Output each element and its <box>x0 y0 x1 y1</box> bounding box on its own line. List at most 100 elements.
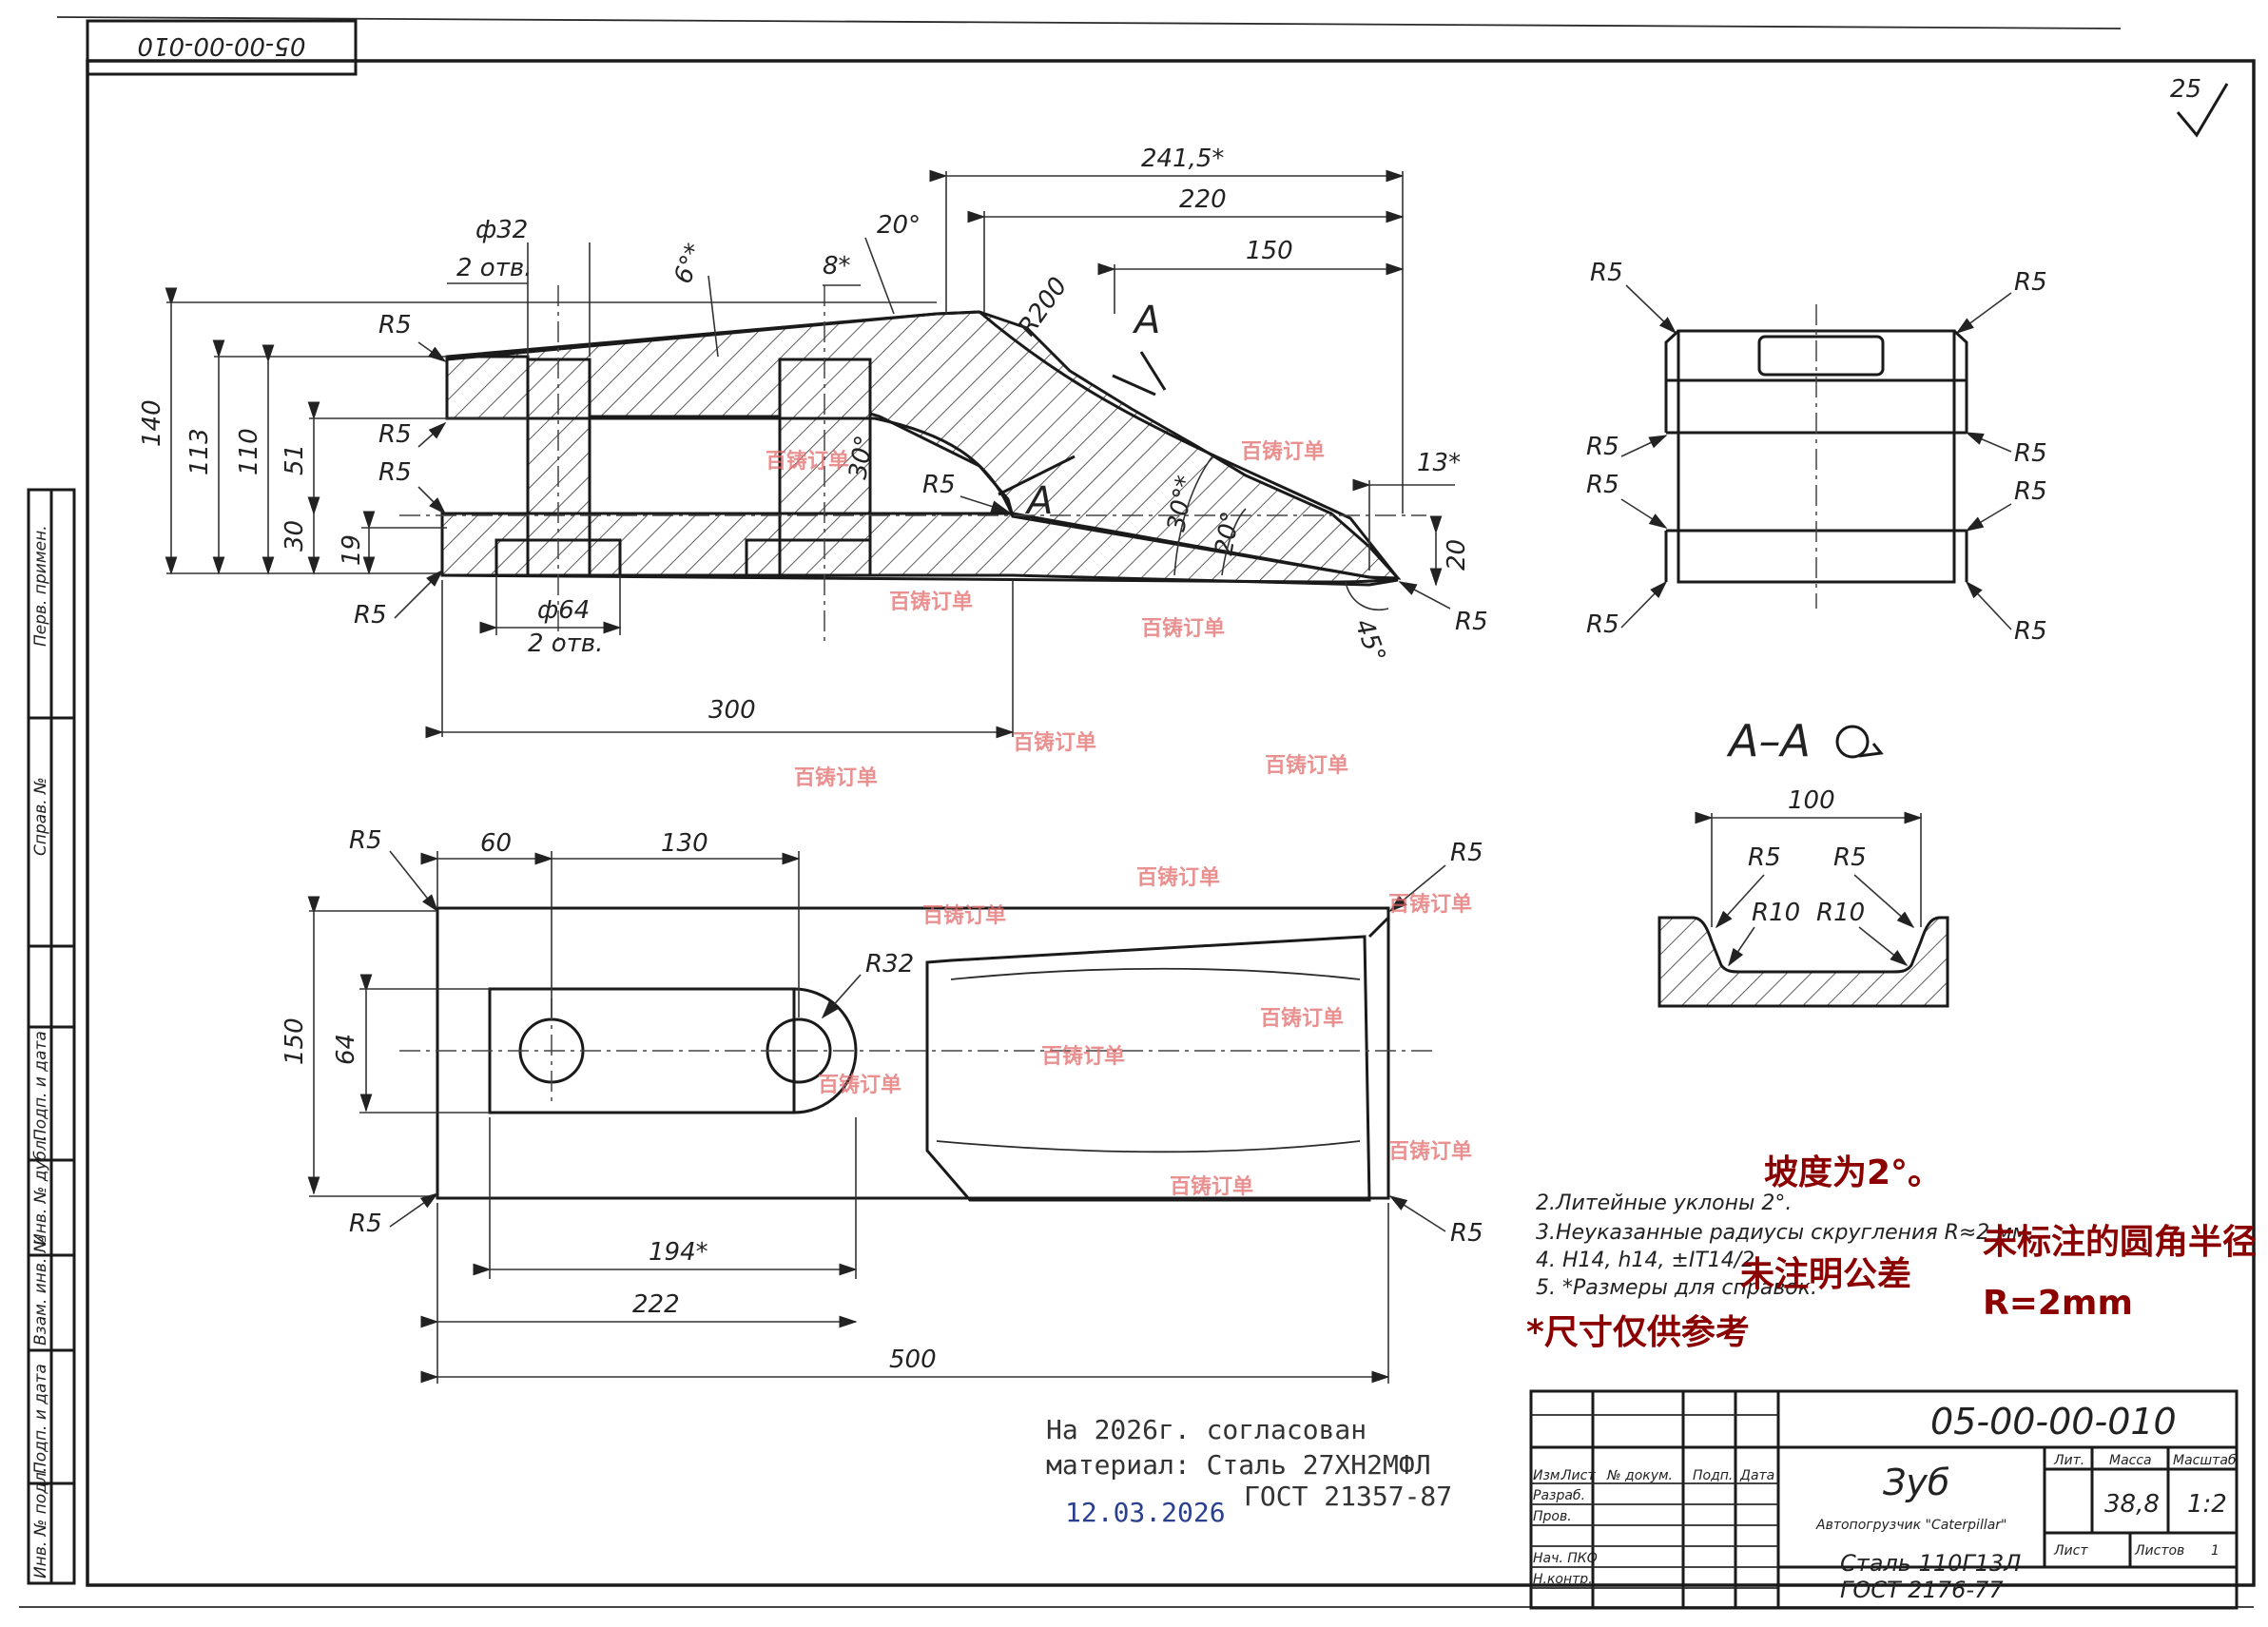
svg-text:Лит.: Лит. <box>2053 1453 2084 1468</box>
svg-text:Взам. инв. №: Взам. инв. № <box>31 1236 50 1346</box>
svg-text:45°: 45° <box>1348 615 1390 667</box>
svg-text:百铸订单: 百铸订单 <box>1041 1044 1125 1069</box>
svg-text:25: 25 <box>2170 75 2201 104</box>
svg-text:Масштаб: Масштаб <box>2173 1453 2237 1468</box>
svg-text:百铸订单: 百铸订单 <box>889 590 973 614</box>
svg-text:38,8: 38,8 <box>2104 1490 2160 1519</box>
front-dimensions: 241,5* 220 150 R200 20° 8* 6°* ф32 2 отв… <box>138 145 1488 739</box>
svg-text:百铸订单: 百铸订单 <box>1388 1139 1472 1164</box>
svg-text:Зуб: Зуб <box>1883 1462 1949 1503</box>
svg-text:R32: R32 <box>865 950 914 978</box>
svg-text:Подп.: Подп. <box>1693 1468 1733 1483</box>
svg-text:R5: R5 <box>378 311 412 339</box>
svg-text:ГОСТ 21357-87: ГОСТ 21357-87 <box>1244 1481 1452 1512</box>
svg-text:20: 20 <box>1443 539 1471 571</box>
svg-text:百铸订单: 百铸订单 <box>1136 865 1220 890</box>
svg-text:R5: R5 <box>1748 843 1781 872</box>
svg-text:13*: 13* <box>1417 449 1461 477</box>
svg-text:220: 220 <box>1179 185 1227 214</box>
svg-text:A: A <box>1024 479 1053 523</box>
svg-text:8*: 8* <box>823 252 851 281</box>
svg-text:51: 51 <box>281 444 309 475</box>
svg-text:百铸订单: 百铸订单 <box>1388 892 1472 917</box>
svg-text:Н.контр.: Н.контр. <box>1533 1572 1593 1587</box>
svg-text:R5: R5 <box>1590 259 1623 287</box>
svg-text:3.Неуказанные радиусы скруглен: 3.Неуказанные радиусы скругления R≈2 мм. <box>1536 1221 2034 1245</box>
svg-text:百铸订单: 百铸订单 <box>922 903 1006 928</box>
svg-text:R5: R5 <box>1586 610 1619 639</box>
svg-text:Нач. ПКО: Нач. ПКО <box>1533 1551 1598 1566</box>
svg-text:Автопогрузчик "Caterpillar": Автопогрузчик "Caterpillar" <box>1815 1518 2007 1533</box>
svg-text:百铸订单: 百铸订单 <box>1141 616 1225 641</box>
sheet-frame <box>19 16 2256 1608</box>
svg-text:150: 150 <box>1246 237 1293 265</box>
plan-dimensions: 60 130 R32 150 64 194* 222 500 R5 R5 R5 … <box>281 826 1483 1384</box>
svg-text:R5: R5 <box>1586 433 1619 461</box>
svg-text:R5: R5 <box>1455 608 1488 636</box>
svg-text:30: 30 <box>281 520 309 552</box>
svg-text:R5: R5 <box>378 420 412 449</box>
rotated-code-box: 05-00-00-010 <box>86 19 358 76</box>
svg-text:Подп. и дата: Подп. и дата <box>31 1364 50 1474</box>
svg-text:300: 300 <box>708 696 756 725</box>
handwritten-note: На 2026г. согласован материал: Сталь 27Х… <box>1046 1414 1452 1528</box>
svg-text:坡度为2°。: 坡度为2°。 <box>1764 1153 1942 1192</box>
svg-text:R5: R5 <box>2014 477 2047 506</box>
svg-text:R5: R5 <box>1450 839 1483 867</box>
svg-text:материал: Сталь 27ХН2МФЛ: материал: Сталь 27ХН2МФЛ <box>1046 1449 1431 1481</box>
svg-text:Перв. примен.: Перв. примен. <box>31 525 50 647</box>
svg-text:Лист: Лист <box>1560 1468 1596 1483</box>
svg-text:百铸订单: 百铸订单 <box>1013 730 1096 755</box>
svg-text:12.03.2026: 12.03.2026 <box>1065 1497 1226 1528</box>
svg-text:194*: 194* <box>649 1238 708 1267</box>
svg-text:ф64: ф64 <box>537 596 590 625</box>
svg-text:500: 500 <box>889 1346 937 1374</box>
svg-text:Листов: Листов <box>2134 1543 2184 1559</box>
svg-text:R200: R200 <box>1013 272 1073 341</box>
svg-text:R5: R5 <box>2014 617 2047 646</box>
svg-text:A: A <box>1132 299 1160 342</box>
svg-text:R5: R5 <box>354 601 387 629</box>
svg-text:130: 130 <box>661 829 708 858</box>
svg-text:Пров.: Пров. <box>1533 1509 1572 1524</box>
svg-text:100: 100 <box>1788 786 1835 815</box>
svg-text:R5: R5 <box>2014 439 2047 468</box>
svg-text:222: 222 <box>632 1290 680 1319</box>
svg-text:19: 19 <box>338 534 366 566</box>
svg-text:Масса: Масса <box>2109 1453 2152 1468</box>
svg-text:Сталь 110Г13Л: Сталь 110Г13Л <box>1840 1550 2021 1577</box>
svg-text:百铸订单: 百铸订单 <box>794 765 878 790</box>
svg-text:R5: R5 <box>1450 1219 1483 1248</box>
svg-text:R5: R5 <box>1833 843 1867 872</box>
svg-text:2 отв.: 2 отв. <box>456 254 532 282</box>
svg-text:百铸订单: 百铸订单 <box>818 1073 901 1097</box>
svg-text:Лист: Лист <box>2053 1543 2088 1559</box>
svg-text:6°*: 6°* <box>669 240 709 287</box>
svg-text:R=2mm: R=2mm <box>1983 1284 2133 1323</box>
svg-text:R5: R5 <box>1586 471 1619 499</box>
svg-text:Справ. №: Справ. № <box>31 777 50 856</box>
section-a-a: A–A 100 R5 R5 R10 R10 <box>1657 715 1949 1008</box>
svg-text:64: 64 <box>332 1034 360 1065</box>
svg-text:241,5*: 241,5* <box>1141 145 1224 173</box>
svg-text:Разраб.: Разраб. <box>1533 1488 1585 1503</box>
svg-text:2 отв.: 2 отв. <box>528 629 603 658</box>
svg-text:R5: R5 <box>378 458 412 487</box>
svg-text:A–A: A–A <box>1726 715 1811 766</box>
svg-text:R10: R10 <box>1752 899 1800 927</box>
svg-text:百铸订单: 百铸订单 <box>1260 1006 1344 1031</box>
svg-text:Подп. и дата: Подп. и дата <box>31 1031 50 1141</box>
svg-text:R5: R5 <box>2014 268 2047 297</box>
svg-text:4. H14, h14, ±IT14/2.: 4. H14, h14, ±IT14/2. <box>1536 1249 1761 1272</box>
svg-text:百铸订单: 百铸订单 <box>1241 439 1325 464</box>
svg-text:140: 140 <box>138 399 166 447</box>
svg-text:Инв. № подл.: Инв. № подл. <box>31 1467 50 1579</box>
svg-text:百铸订单: 百铸订单 <box>1265 753 1348 778</box>
svg-text:R5: R5 <box>349 1210 382 1238</box>
svg-text:未标注的圆角半径: 未标注的圆角半径 <box>1983 1223 2257 1262</box>
svg-text:05-00-00-010: 05-00-00-010 <box>137 31 305 60</box>
svg-text:R5: R5 <box>349 826 382 855</box>
svg-text:На 2026г. согласован: На 2026г. согласован <box>1046 1414 1367 1445</box>
svg-text:Инв. № дубл.: Инв. № дубл. <box>31 1135 50 1246</box>
